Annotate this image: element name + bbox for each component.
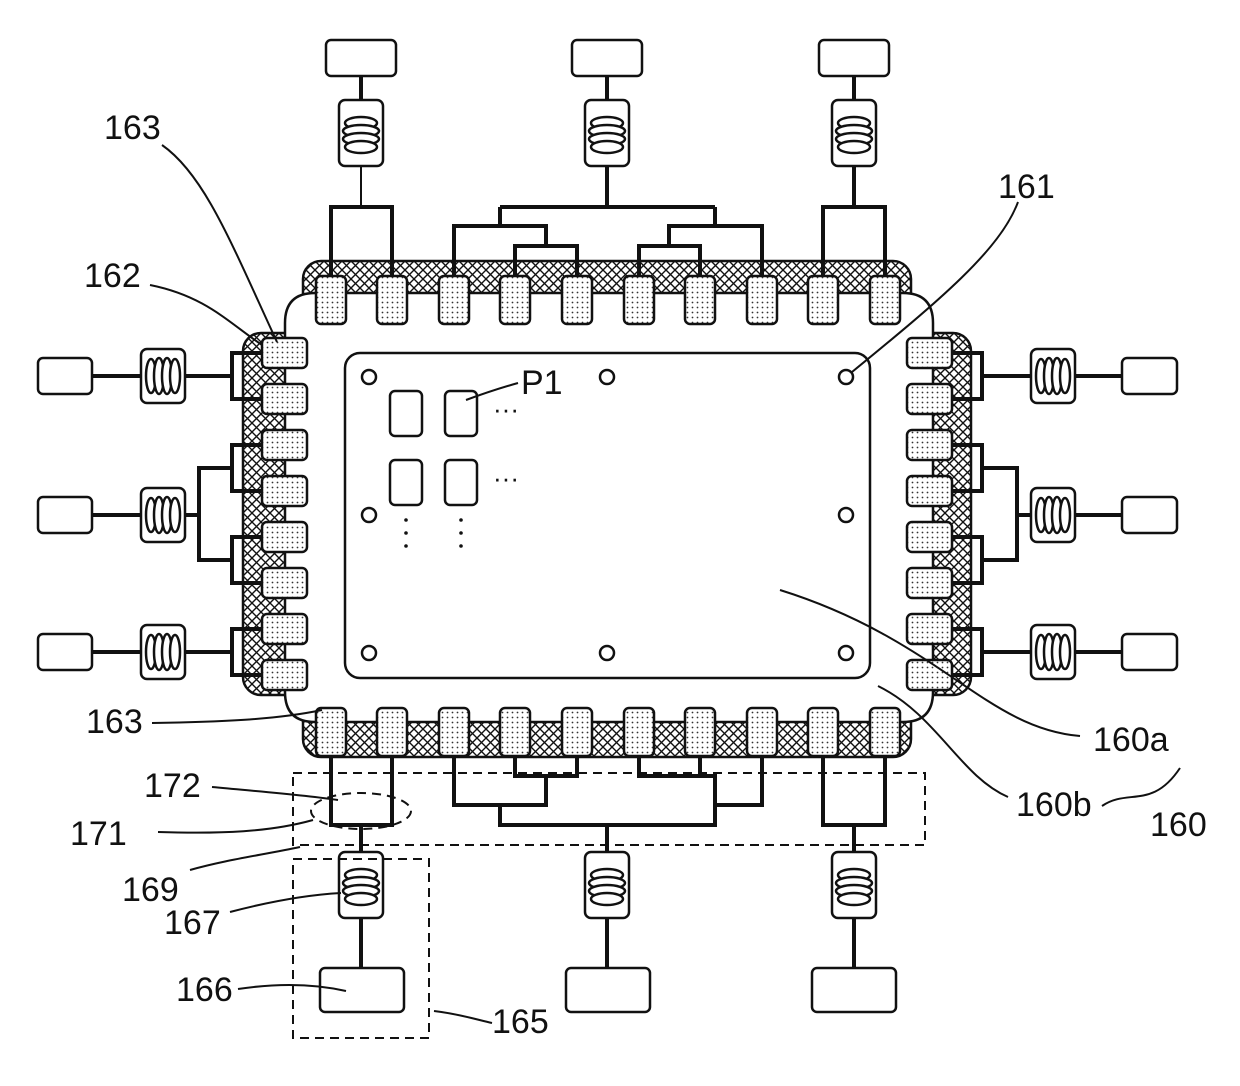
left-loads bbox=[38, 358, 92, 670]
inner-plate bbox=[345, 353, 870, 678]
ellipsis-row1: ··· bbox=[493, 394, 519, 424]
right-coils bbox=[1031, 349, 1075, 679]
label-161: 161 bbox=[998, 168, 1055, 206]
top-loads bbox=[326, 40, 889, 76]
label-166: 166 bbox=[176, 971, 233, 1009]
label-162: 162 bbox=[84, 257, 141, 295]
label-165: 165 bbox=[492, 1003, 549, 1041]
label-163-bottom: 163 bbox=[86, 703, 143, 741]
left-coils bbox=[141, 349, 185, 679]
label-160a: 160a bbox=[1093, 721, 1169, 759]
bottom-loads bbox=[320, 968, 896, 1012]
label-p1: P1 bbox=[521, 364, 563, 402]
ellipsis-row2: ··· bbox=[493, 463, 519, 493]
bottom-coils bbox=[339, 852, 876, 918]
right-loads bbox=[1122, 358, 1177, 670]
label-160b: 160b bbox=[1016, 786, 1092, 824]
top-coils bbox=[339, 100, 876, 166]
label-172: 172 bbox=[144, 767, 201, 805]
label-160: 160 bbox=[1150, 806, 1207, 844]
label-167: 167 bbox=[164, 904, 221, 942]
label-163-top: 163 bbox=[104, 109, 161, 147]
label-171: 171 bbox=[70, 815, 127, 853]
